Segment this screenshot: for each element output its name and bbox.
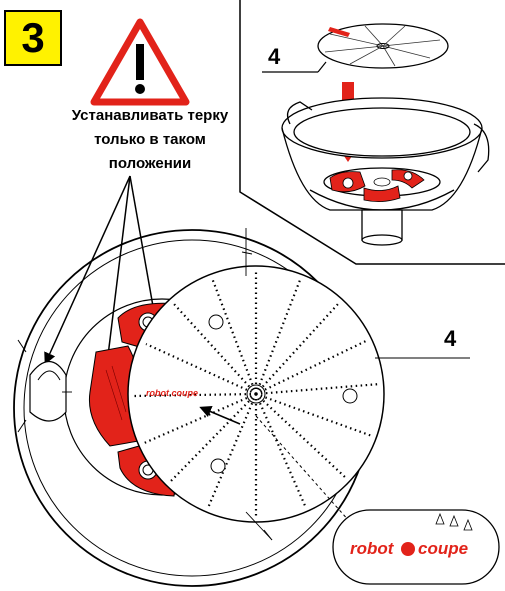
warning-triangle-icon [90,18,190,106]
svg-text:coupe: coupe [418,539,468,558]
warning-line: Устанавливать терку [71,107,229,124]
grating-perforation-rays [133,272,381,516]
inset-frame [239,0,505,265]
logo-pointer-arrow [199,405,241,425]
callout-label-top-disc: 4 [268,44,281,69]
svg-text:robot coupe: robot coupe [146,388,198,398]
main-grating-disc [127,265,385,523]
warning-line: только в таком [94,131,206,148]
disc-logo: robot coupe [146,388,198,398]
warning-instruction-text: Устанавливать терку только в таком полож… [40,104,260,176]
step-number-badge: 3 [4,10,62,66]
svg-text:robot: robot [350,539,395,558]
callout-label-main-disc: 4 [444,326,457,351]
inset-bowl [281,97,490,246]
warning-line: положении [108,155,192,172]
inset-grating-disc [317,23,449,69]
logo-magnifier: robot coupe [332,509,500,585]
inset-red-holder [329,169,425,202]
